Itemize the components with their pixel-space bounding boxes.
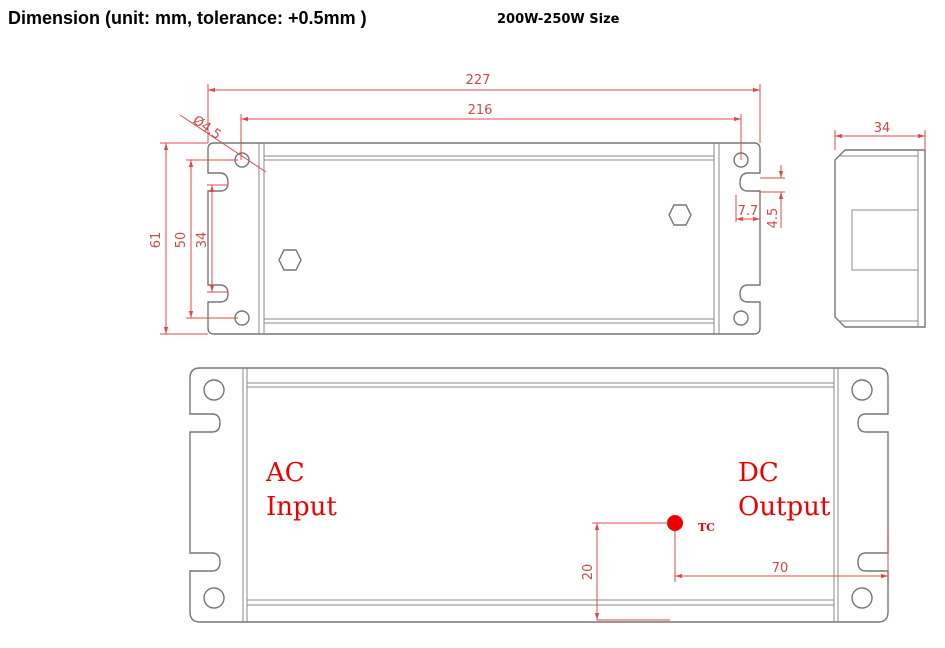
- dim-216: 216: [468, 103, 493, 118]
- bottom-view: AC Input DC Output TC 20 70: [189, 367, 889, 623]
- cable-gland: [278, 249, 302, 271]
- dim-34: 34: [195, 232, 210, 249]
- page-title: Dimension (unit: mm, tolerance: +0.5mm ): [8, 8, 367, 28]
- size-label: 200W-250W Size: [497, 12, 620, 27]
- mounting-hole: [203, 587, 225, 609]
- tc-label: TC: [698, 521, 715, 534]
- dim-70: 70: [772, 561, 789, 576]
- top-view: 227 216 Ø4.5 61 50 34 7.7 4.5: [149, 73, 785, 335]
- dim-61: 61: [149, 232, 164, 249]
- dim-hole-diameter: Ø4.5: [190, 113, 224, 143]
- dim-227: 227: [466, 73, 491, 88]
- mounting-hole: [733, 310, 749, 326]
- side-view: 34: [834, 121, 926, 328]
- dim-20: 20: [581, 564, 596, 581]
- dim-50: 50: [174, 232, 189, 249]
- tc-point: [667, 515, 683, 531]
- dim-4-5: 4.5: [766, 208, 781, 229]
- dc-output-label: Output: [738, 492, 831, 522]
- mounting-hole: [851, 379, 873, 401]
- mounting-hole: [851, 587, 873, 609]
- dc-output-label: DC: [738, 458, 779, 488]
- mounting-hole: [203, 379, 225, 401]
- ac-input-label: Input: [266, 492, 337, 522]
- ac-input-label: AC: [265, 458, 305, 488]
- dim-side-34: 34: [874, 121, 891, 136]
- cable-gland: [668, 204, 692, 226]
- dim-7-7: 7.7: [738, 204, 759, 219]
